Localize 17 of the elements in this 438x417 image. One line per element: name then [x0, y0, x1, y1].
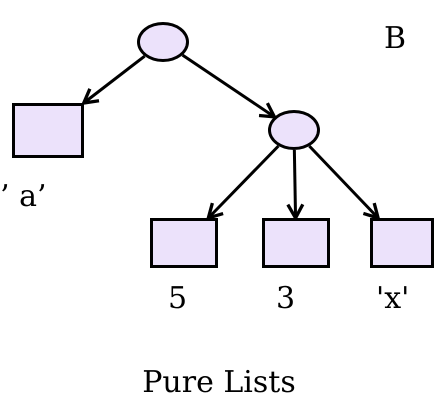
- arrow: [82, 54, 146, 105]
- value-label: 3: [276, 282, 296, 316]
- list-box: [12, 103, 84, 158]
- list-box: [150, 218, 218, 268]
- tree-label: B: [384, 22, 406, 56]
- arrow: [182, 54, 276, 118]
- list-box: [370, 218, 434, 268]
- arrow: [206, 144, 280, 220]
- arrow: [286, 150, 304, 220]
- arrow: [308, 145, 380, 220]
- node-ellipse: [268, 110, 320, 150]
- caption: Pure Lists: [142, 365, 296, 400]
- value-label: 5: [168, 282, 188, 316]
- list-box: [262, 218, 330, 268]
- value-label: 'x': [376, 282, 410, 316]
- value-label: ’ a’: [0, 180, 46, 214]
- node-ellipse: [137, 22, 189, 62]
